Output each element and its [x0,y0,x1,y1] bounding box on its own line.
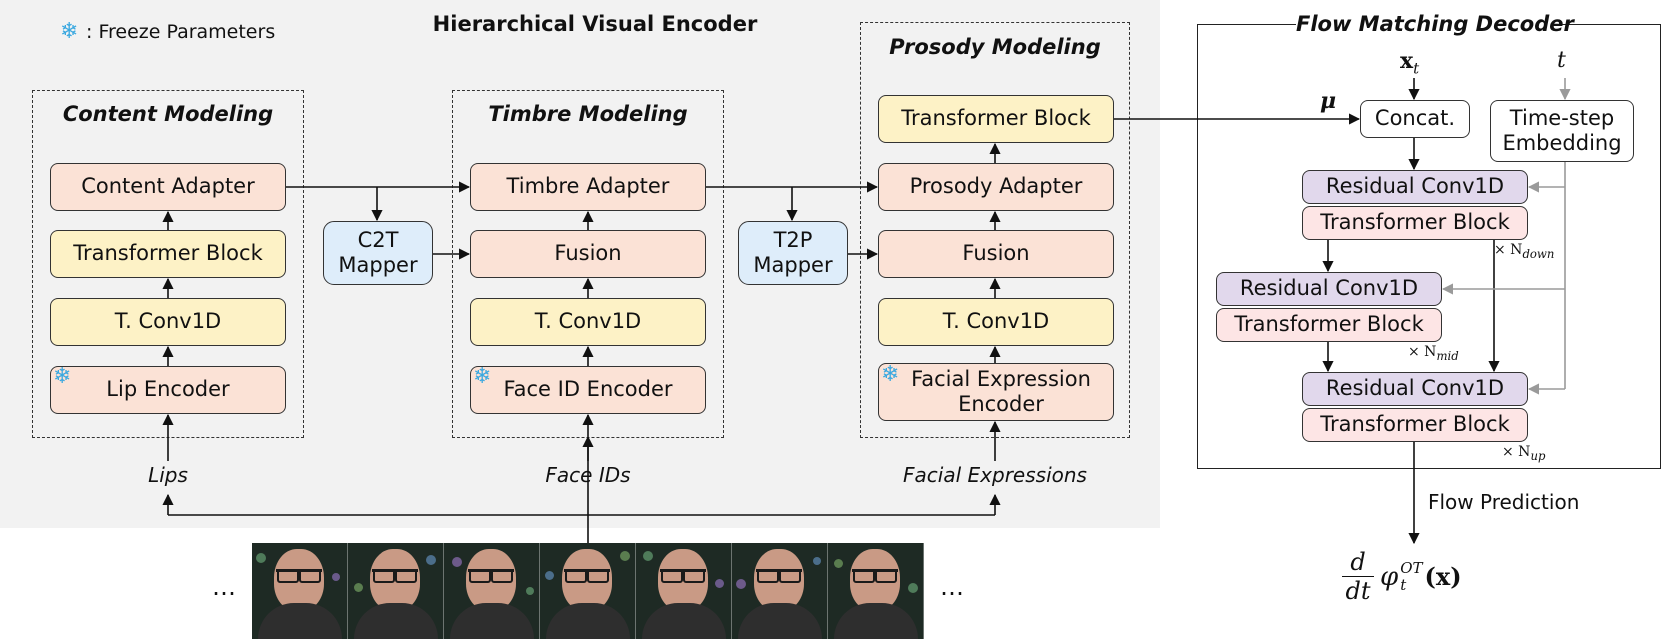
ellipsis-left: … [212,573,236,601]
input-face-ids-label: Face IDs [545,463,631,487]
lip-encoder-snowflake-icon: ❄ [53,364,72,389]
prosody-tconv1d-block: T. Conv1D [878,298,1114,346]
video-frames-strip [252,543,924,639]
video-frame [540,543,636,639]
video-frame [636,543,732,639]
t-input-label: t [1557,48,1566,73]
ellipsis-right: … [940,573,964,601]
video-frame [444,543,540,639]
prosody-transformer-block: Transformer Block [878,95,1114,143]
encoder-title: Hierarchical Visual Encoder [432,12,758,36]
output-formula: d dt φ OT t (x) [1342,548,1462,605]
face-id-encoder-block: Face ID Encoder [470,366,706,414]
input-facial-expressions-label: Facial Expressions [903,463,1087,487]
content-modeling-title: Content Modeling [62,102,274,126]
up-transformer-block: Transformer Block [1302,408,1528,442]
video-frame [828,543,924,639]
prosody-fusion-block: Fusion [878,230,1114,278]
n-up-label: × Nup [1502,444,1546,463]
content-adapter-block: Content Adapter [50,163,286,211]
decoder-title: Flow Matching Decoder [1296,12,1574,36]
video-frame [732,543,828,639]
down-transformer-block: Transformer Block [1302,206,1528,240]
face-id-snowflake-icon: ❄ [473,364,492,389]
legend-freeze-label: : Freeze Parameters [86,21,276,43]
mid-residual-conv1d-block: Residual Conv1D [1216,272,1442,306]
output-fraction: d dt [1342,548,1374,605]
t2p-mapper-block: T2P Mapper [738,221,848,285]
lip-encoder-block: Lip Encoder [50,366,286,414]
n-down-label: × Ndown [1494,242,1555,261]
timbre-tconv1d-block: T. Conv1D [470,298,706,346]
xt-input-label: xt [1400,48,1420,78]
down-residual-conv1d-block: Residual Conv1D [1302,170,1528,204]
prosody-modeling-title: Prosody Modeling [889,35,1101,59]
mid-transformer-block: Transformer Block [1216,308,1442,342]
content-tconv1d-block: T. Conv1D [50,298,286,346]
mu-label: μ [1320,88,1337,114]
up-residual-conv1d-block: Residual Conv1D [1302,372,1528,406]
facial-expression-encoder-block: Facial Expression Encoder [878,363,1114,421]
snowflake-icon: ❄ [60,19,79,44]
time-step-embedding-block: Time-step Embedding [1490,100,1634,162]
timbre-fusion-block: Fusion [470,230,706,278]
video-frame [252,543,348,639]
content-transformer-block: Transformer Block [50,230,286,278]
input-lips-label: Lips [148,463,188,487]
timbre-modeling-title: Timbre Modeling [488,102,688,126]
timbre-adapter-block: Timbre Adapter [470,163,706,211]
prosody-adapter-block: Prosody Adapter [878,163,1114,211]
video-frame [348,543,444,639]
n-mid-label: × Nmid [1408,344,1459,363]
c2t-mapper-block: C2T Mapper [323,221,433,285]
concat-block: Concat. [1360,100,1470,138]
flow-prediction-label: Flow Prediction [1428,490,1580,514]
facial-expression-snowflake-icon: ❄ [881,362,900,387]
